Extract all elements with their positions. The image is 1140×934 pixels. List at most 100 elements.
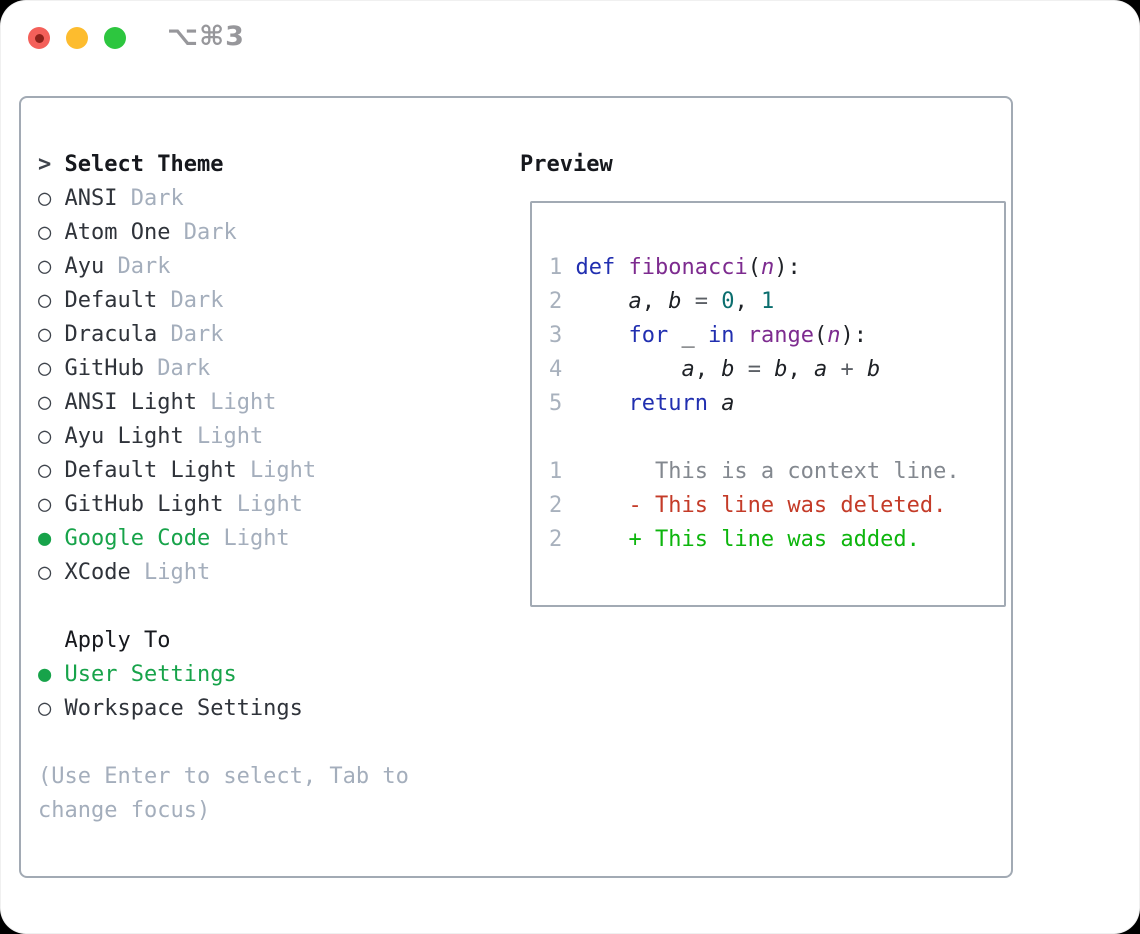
text [157,288,170,313]
theme-name: Dracula [64,322,158,347]
apply-to-list: ● User Settings○ Workspace Settings [38,658,478,726]
theme-variant: Light [223,526,290,551]
radio-icon: ○ [38,696,52,721]
code-token: a [813,357,828,382]
text [51,662,64,687]
code-token: , [734,289,761,314]
theme-item-xcode[interactable]: ○ XCode Light [38,556,478,590]
code-token [681,289,694,314]
line-number: 1 [549,255,563,280]
text [210,526,223,551]
text [184,424,197,449]
hint-text-line-1: (Use Enter to select, Tab to [38,764,409,789]
text [51,254,64,279]
theme-name: XCode [64,560,131,585]
code-token: b [866,357,881,382]
code-token: ): [774,255,801,280]
diff-line-ctx: 1 This is a context line. [549,455,1004,489]
code-token [734,323,747,348]
radio-icon: ○ [38,288,52,313]
code-token: 1 [760,289,775,314]
code-token: range [747,323,814,348]
theme-variant: Dark [130,186,184,211]
theme-name: Ayu [64,254,105,279]
text [51,696,64,721]
select-theme-header: > Select Theme [38,148,478,182]
text [51,356,64,381]
theme-panel: > Select Theme ○ ANSI Dark○ Atom One Dar… [38,148,478,828]
theme-item-default[interactable]: ○ Default Dark [38,284,478,318]
theme-name: Default Light [64,458,237,483]
theme-item-dracula[interactable]: ○ Dracula Dark [38,318,478,352]
code-line: 4 a, b = b, a + b [549,353,1004,387]
code-token [854,357,867,382]
text [223,492,236,517]
code-line: 2 a, b = 0, 1 [549,285,1004,319]
code-token: + [840,357,854,382]
theme-name: Google Code [64,526,211,551]
code-token [576,289,629,314]
theme-variant: Light [236,492,303,517]
apply-option-user-settings[interactable]: ● User Settings [38,658,478,692]
code-token: , [641,289,669,314]
code-token: a [681,357,695,382]
radio-icon: ○ [38,390,52,415]
theme-variant: Light [196,424,264,449]
theme-item-github-light[interactable]: ○ GitHub Light Light [38,488,478,522]
theme-item-google-code[interactable]: ● Google Code Light [38,522,478,556]
text [131,560,144,585]
spacer [549,421,1004,455]
code-token [827,357,840,382]
text [51,390,64,415]
close-button[interactable] [28,27,50,49]
traffic-lights [28,27,126,49]
minimize-button[interactable] [66,27,88,49]
theme-picker-dialog: > Select Theme ○ ANSI Dark○ Atom One Dar… [19,96,1013,878]
text [51,424,64,449]
radio-icon: ○ [38,458,52,483]
radio-icon: ○ [38,492,52,517]
diff-text: This is a context line. [562,459,960,484]
code-token: , [787,357,814,382]
theme-name: ANSI Light [64,390,197,415]
theme-item-ansi[interactable]: ○ ANSI Dark [38,182,478,216]
code-token: _ [668,323,708,348]
code-token: = [747,357,761,382]
text [562,391,575,416]
theme-item-github[interactable]: ○ GitHub Dark [38,352,478,386]
line-number: 1 [549,459,563,484]
zoom-button[interactable] [104,27,126,49]
theme-item-atom-one[interactable]: ○ Atom One Dark [38,216,478,250]
text [197,390,210,415]
text [237,458,250,483]
theme-item-ansi-light[interactable]: ○ ANSI Light Light [38,386,478,420]
theme-list: ○ ANSI Dark○ Atom One Dark○ Ayu Dark○ De… [38,182,478,590]
line-number: 4 [549,357,563,382]
apply-option-workspace-settings[interactable]: ○ Workspace Settings [38,692,478,726]
radio-icon: ○ [38,560,52,585]
theme-item-default-light[interactable]: ○ Default Light Light [38,454,478,488]
code-token [576,391,629,416]
diff-preview: 1 This is a context line.2 - This line w… [549,455,1004,557]
code-token: ( [747,255,761,280]
text [170,220,183,245]
theme-variant: Dark [170,288,224,313]
line-number: 5 [549,391,563,416]
code-token: ( [813,323,828,348]
theme-item-ayu[interactable]: ○ Ayu Dark [38,250,478,284]
window-title: ⌥⌘3 [167,21,245,52]
text [562,357,575,382]
line-number: 3 [549,323,563,348]
theme-name: GitHub Light [64,492,224,517]
diff-text: + This line was added. [562,527,920,552]
apply-to-label: Apply To [64,628,171,653]
code-token: , [694,357,722,382]
text [117,186,130,211]
theme-item-ayu-light[interactable]: ○ Ayu Light Light [38,420,478,454]
code-token: for [628,323,669,348]
theme-name: GitHub [64,356,144,381]
titlebar: ⌥⌘3 [0,0,1140,76]
code-token: 0 [721,289,735,314]
theme-variant: Dark [117,254,171,279]
text [104,254,117,279]
